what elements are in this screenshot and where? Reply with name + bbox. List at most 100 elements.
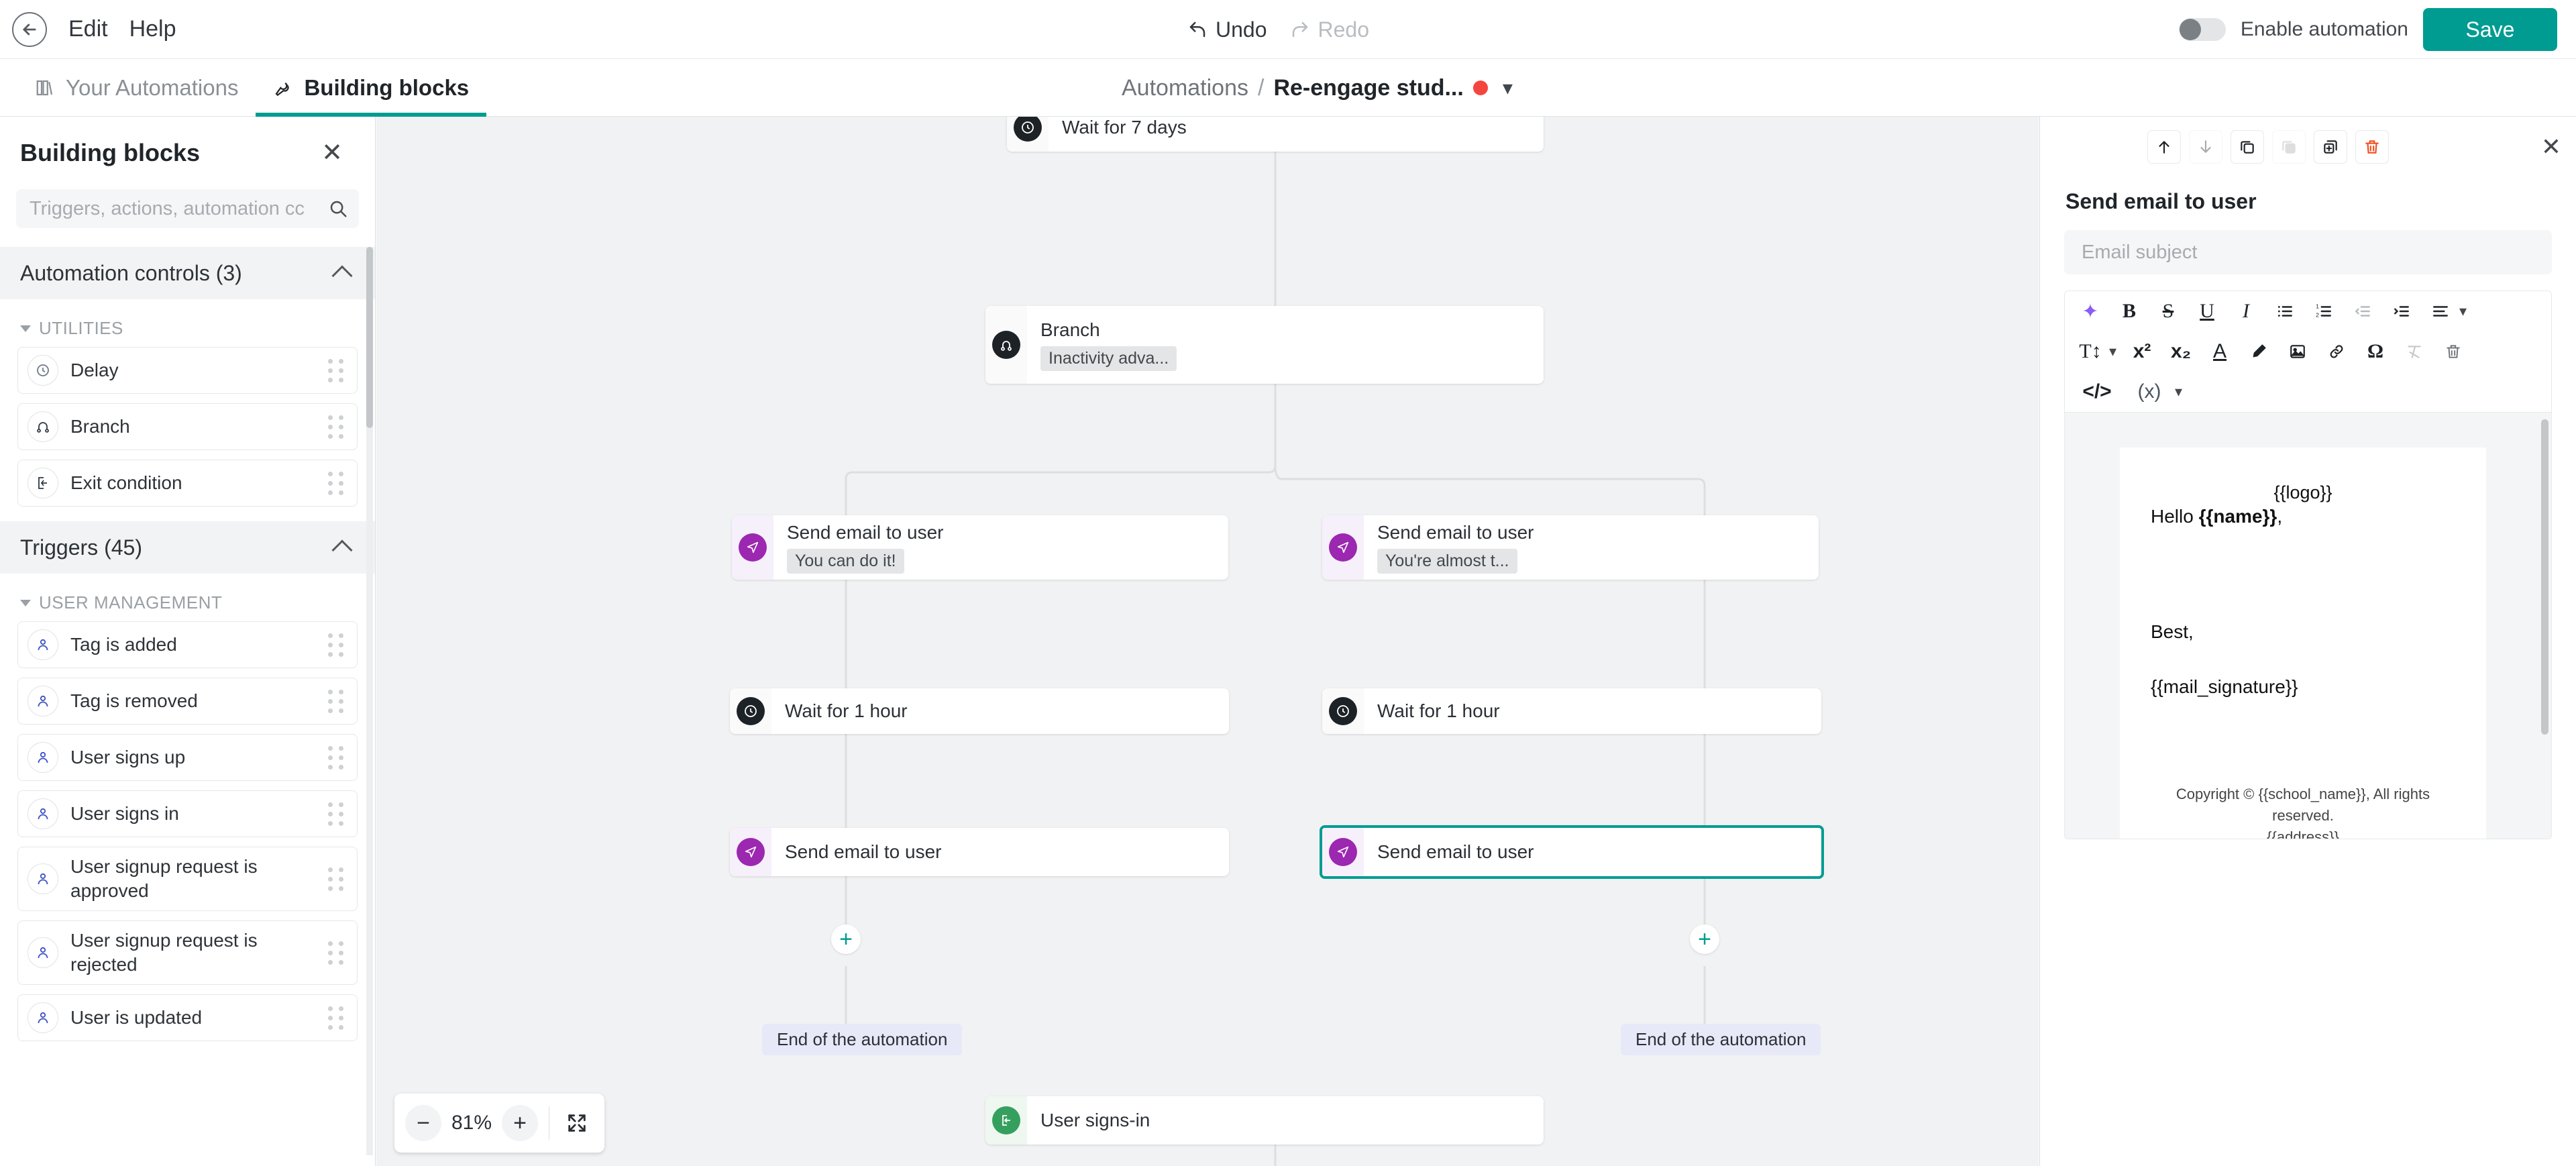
drag-handle-icon[interactable] [328, 941, 345, 965]
block-tag-is-added[interactable]: Tag is added [17, 621, 358, 668]
block-user-is-updated[interactable]: User is updated [17, 994, 358, 1041]
node-icon-cell [1322, 688, 1364, 734]
enable-automation-toggle[interactable] [2178, 18, 2226, 41]
undo-button[interactable]: Undo [1187, 17, 1267, 42]
font-color-icon[interactable]: A [2213, 340, 2227, 362]
flow-canvas[interactable]: Wait for 7 days Branch Inactivity adva..… [376, 117, 2039, 1166]
drag-handle-icon[interactable] [328, 415, 345, 439]
block-exit-condition[interactable]: Exit condition [17, 460, 358, 507]
text-align-icon[interactable] [2427, 297, 2454, 326]
chevron-down-icon[interactable]: ▾ [1502, 76, 1513, 99]
trash-icon[interactable] [2440, 337, 2467, 366]
editor-scrollbar[interactable] [2541, 419, 2548, 735]
add-step-button-no[interactable]: + [1690, 924, 1719, 954]
drag-handle-icon[interactable] [328, 471, 345, 495]
breadcrumb-current[interactable]: Re-engage stud... [1273, 74, 1464, 101]
group-header-automation-controls[interactable]: Automation controls (3) [0, 247, 375, 299]
block-user-signs-in[interactable]: User signs in [17, 790, 358, 837]
breadcrumb-parent[interactable]: Automations [1122, 74, 1248, 101]
drag-handle-icon[interactable] [328, 867, 345, 891]
email-subject-input[interactable] [2082, 241, 2534, 264]
panel-scrollbar[interactable] [366, 247, 373, 428]
chevron-down-icon[interactable]: ▾ [2109, 343, 2117, 360]
node-title: Send email to user [1377, 841, 1534, 862]
email-subject-field[interactable] [2064, 230, 2552, 274]
node-yes-send-email-2[interactable]: Send email to user [730, 828, 1229, 876]
paste-button[interactable] [2272, 130, 2306, 164]
chevron-down-icon[interactable]: ▾ [2175, 383, 2183, 400]
superscript-icon[interactable]: x² [2133, 340, 2151, 362]
variable-icon[interactable]: (x) [2137, 380, 2161, 403]
copy-button[interactable] [2231, 130, 2264, 164]
font-size-icon[interactable]: T↕ [2079, 340, 2102, 362]
email-body-editor[interactable]: {{logo}} Hello {{name}}, Best, {{mail_si… [2065, 412, 2551, 839]
close-icon[interactable]: ✕ [321, 139, 343, 167]
panel-title: Send email to user [2065, 189, 2257, 213]
search-input[interactable] [30, 197, 328, 220]
move-up-button[interactable] [2147, 130, 2181, 164]
search-icon[interactable] [328, 199, 348, 219]
block-user-signup-request-is-approved[interactable]: User signup request is approved [17, 847, 358, 911]
drag-handle-icon[interactable] [328, 358, 345, 382]
fit-screen-icon[interactable] [560, 1106, 594, 1140]
bullet-list-icon[interactable] [2271, 297, 2298, 326]
email-preview-page[interactable]: {{logo}} Hello {{name}}, Best, {{mail_si… [2120, 447, 2486, 839]
chevron-down-icon[interactable]: ▾ [2459, 303, 2467, 319]
zoom-in-button[interactable]: + [502, 1105, 538, 1141]
subgroup-user-management[interactable]: USER MANAGEMENT [0, 574, 375, 621]
special-char-icon[interactable]: Ω [2367, 340, 2384, 362]
subgroup-utilities[interactable]: UTILITIES [0, 299, 375, 347]
tab-your-automations[interactable]: Your Automations [17, 59, 256, 117]
drag-handle-icon[interactable] [328, 689, 345, 713]
duplicate-button[interactable] [2314, 130, 2347, 164]
breadcrumb: Automations / Re-engage stud... ▾ [1122, 59, 1513, 117]
search-box[interactable] [16, 189, 359, 228]
highlight-pen-icon[interactable] [2245, 337, 2272, 366]
undo-redo-group: Undo Redo [1187, 0, 1369, 59]
node-trigger-user-signs-in[interactable]: User signs-in [985, 1096, 1544, 1145]
clock-icon [1014, 117, 1042, 142]
move-down-button[interactable] [2189, 130, 2222, 164]
subscript-icon[interactable]: x₂ [2171, 340, 2192, 362]
node-yes-wait-1-hour[interactable]: Wait for 1 hour [730, 688, 1229, 734]
block-user-signs-up[interactable]: User signs up [17, 734, 358, 781]
drag-handle-icon[interactable] [328, 1006, 345, 1030]
tab-building-blocks[interactable]: Building blocks [256, 59, 486, 117]
block-user-signup-request-is-rejected[interactable]: User signup request is rejected [17, 920, 358, 985]
block-tag-is-removed[interactable]: Tag is removed [17, 678, 358, 725]
drag-handle-icon[interactable] [328, 802, 345, 826]
block-branch[interactable]: Branch [17, 403, 358, 450]
menu-help[interactable]: Help [129, 16, 176, 42]
bold-icon[interactable]: B [2122, 300, 2136, 322]
drag-handle-icon[interactable] [328, 633, 345, 657]
node-branch[interactable]: Branch Inactivity adva... [985, 306, 1544, 384]
link-icon[interactable] [2323, 337, 2350, 366]
save-button[interactable]: Save [2423, 8, 2557, 51]
email-signature-variable: {{mail_signature}} [2151, 676, 2298, 697]
menu-edit[interactable]: Edit [68, 16, 108, 42]
group-header-triggers[interactable]: Triggers (45) [0, 521, 375, 574]
source-code-icon[interactable]: </> [2082, 380, 2112, 403]
node-no-send-email-1[interactable]: Send email to user You're almost t... [1322, 515, 1819, 580]
node-no-send-email-2-selected[interactable]: Send email to user [1320, 825, 1824, 879]
block-delay[interactable]: Delay [17, 347, 358, 394]
zoom-out-button[interactable]: − [405, 1105, 441, 1141]
indent-icon[interactable] [2388, 297, 2415, 326]
node-yes-send-email-1[interactable]: Send email to user You can do it! [732, 515, 1228, 580]
image-icon[interactable] [2284, 337, 2311, 366]
italic-icon[interactable]: I [2243, 300, 2249, 322]
delete-button[interactable] [2355, 130, 2389, 164]
node-no-wait-1-hour[interactable]: Wait for 1 hour [1322, 688, 1821, 734]
redo-button[interactable]: Redo [1290, 17, 1369, 42]
clear-format-icon[interactable] [2401, 337, 2428, 366]
drag-handle-icon[interactable] [328, 745, 345, 770]
ai-sparkle-icon[interactable]: ✦ [2082, 300, 2099, 323]
strikethrough-icon[interactable]: S [2162, 300, 2174, 322]
node-wait-7-days[interactable]: Wait for 7 days [1007, 117, 1544, 152]
underline-icon[interactable]: U [2200, 300, 2214, 322]
back-button[interactable] [12, 11, 47, 47]
add-step-button-yes[interactable]: + [831, 924, 861, 954]
outdent-icon[interactable] [2349, 297, 2376, 326]
close-panel-icon[interactable]: ✕ [2540, 133, 2561, 160]
